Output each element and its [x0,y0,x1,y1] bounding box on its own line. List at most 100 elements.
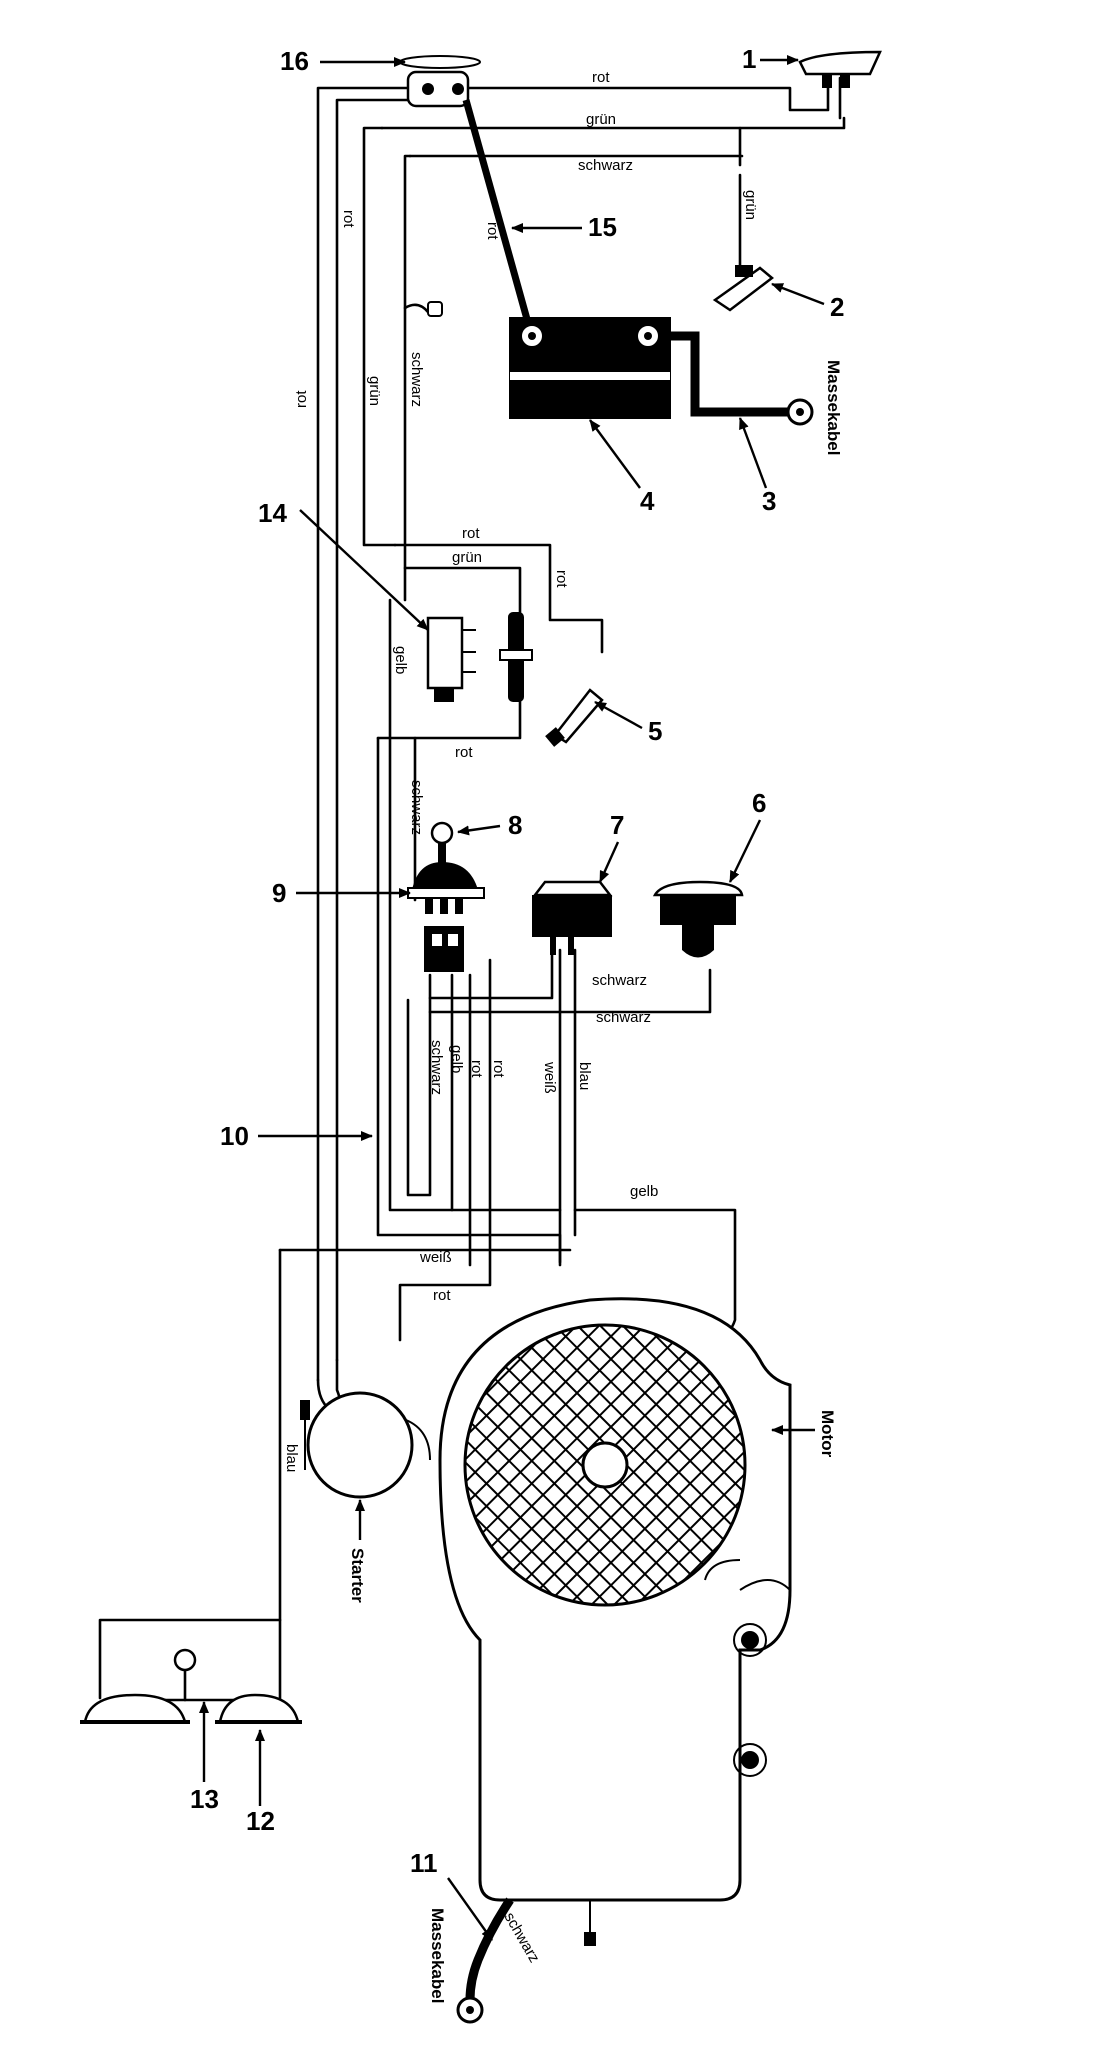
callout-11-label: 11 [410,1848,438,1878]
callout-15: 15 [511,212,617,242]
wire-bundle-schwarz [406,973,432,1197]
wire-label: schwarz [408,352,425,407]
wire-label: schwarz [596,1009,651,1026]
wire-schwarz-to-6 [428,968,712,1014]
callout-10-label: 10 [220,1121,249,1151]
callout-5: 5 [594,700,662,746]
wire-label: weiß [419,1249,452,1266]
wire-blau-left [98,1248,282,1700]
wire-label: schwarz [592,972,647,989]
wire-label: grün [586,111,616,128]
wire-label: schwarz [501,1910,543,1966]
wire-schwarz-vert [403,154,430,314]
callout-9-label: 9 [272,878,286,908]
wire-label: rot [484,222,501,240]
wire-label: grün [452,549,482,566]
wire-gelb-vert [388,598,562,1212]
wire-label: rot [433,1287,451,1304]
component-9-ignition-switch [407,862,485,972]
callout-9: 9 [272,878,411,908]
wire-label: blau [283,1444,300,1472]
callout-5-label: 5 [648,716,662,746]
caption-motor: Motor [818,1410,837,1458]
wire-label: rot [468,1060,485,1078]
caption-starter: Starter [348,1548,367,1603]
callout-8-label: 8 [508,810,522,840]
wire-rot-left-mid [335,98,414,1362]
wire-rot-top [458,76,830,112]
component-16-solenoid [399,55,481,108]
wire-label: gelb [448,1045,465,1073]
component-8-key [430,821,454,863]
callout-8: 8 [457,810,522,840]
component-11-ground-cable [456,1897,596,2024]
wire-gruen-vert [362,126,397,547]
callout-1: 1 [742,44,799,74]
wire-label: weiß [541,1061,558,1094]
callout-12-label: 12 [246,1806,275,1836]
callout-3-label: 3 [762,486,776,516]
wire-label: schwarz [408,780,425,835]
wire-rot-mid [393,543,604,654]
caption-massekabel-right: Massekabel [824,360,843,455]
wire-label: schwarz [428,1040,445,1095]
motor [438,1297,792,1902]
wire-rot-left-outer [316,86,410,1382]
component-14-regulator [426,616,476,702]
wire-label: grün [366,376,383,406]
callout-1-label: 1 [742,44,756,74]
wire-bundle-rot-b [398,958,492,1342]
captions: Massekabel Massekabel Starter Motor [348,360,843,2003]
wire-label: gelb [630,1183,658,1200]
callout-13: 13 [190,1701,219,1814]
callout-13-label: 13 [190,1784,219,1814]
wire-rot-lower [376,698,522,740]
wire-gruen-1-join [738,116,846,130]
callout-2-label: 2 [830,292,844,322]
wire-label: grün [742,190,759,220]
wire-label: rot [592,69,610,86]
wire-harness [98,76,846,1702]
callout-16: 16 [280,46,406,76]
starter [300,1391,431,1499]
callout-14-label: 14 [258,498,287,528]
callout-4: 4 [589,419,655,516]
callout-7: 7 [598,810,624,883]
callout-12: 12 [246,1729,275,1836]
component-7-rocker-switch [532,880,613,955]
wire-gruen-top [380,126,742,167]
callout-6: 6 [728,788,766,883]
component-4-battery [509,317,671,419]
wire-gruen-mid [403,566,522,627]
wire-label: rot [490,1060,507,1078]
component-12-13-lights [80,1648,302,1724]
wire-label: rot [340,210,357,228]
component-3-ground-cable [660,331,814,426]
callout-4-label: 4 [640,486,655,516]
caption-massekabel-bottom: Massekabel [428,1908,447,2003]
battery-cable-15 [462,99,534,331]
connector-small [427,301,443,317]
wire-label: rot [462,525,480,542]
callout-3: 3 [738,417,776,516]
callout-16-label: 16 [280,46,309,76]
callout-10: 10 [220,1121,373,1151]
wire-label: rot [455,744,473,761]
wire-label: schwarz [578,157,633,174]
callouts: 16 1 15 2 4 3 14 5 [190,44,844,1941]
component-5-bulb [545,688,604,747]
callout-6-label: 6 [752,788,766,818]
wire-label: blau [576,1062,593,1090]
callout-7-label: 7 [610,810,624,840]
wire-label: rot [293,390,310,408]
wire-schwarz-to-7 [428,948,554,1000]
callout-2: 2 [771,282,844,322]
component-2-bracket [712,265,775,312]
wire-labels: rot grün schwarz grün rot rot rot grün s… [283,69,759,1966]
wire-label: gelb [392,646,409,674]
component-1-plug [798,50,882,88]
component-6-safety-switch [652,880,744,958]
callout-11: 11 [410,1848,493,1941]
callout-14: 14 [258,498,429,631]
